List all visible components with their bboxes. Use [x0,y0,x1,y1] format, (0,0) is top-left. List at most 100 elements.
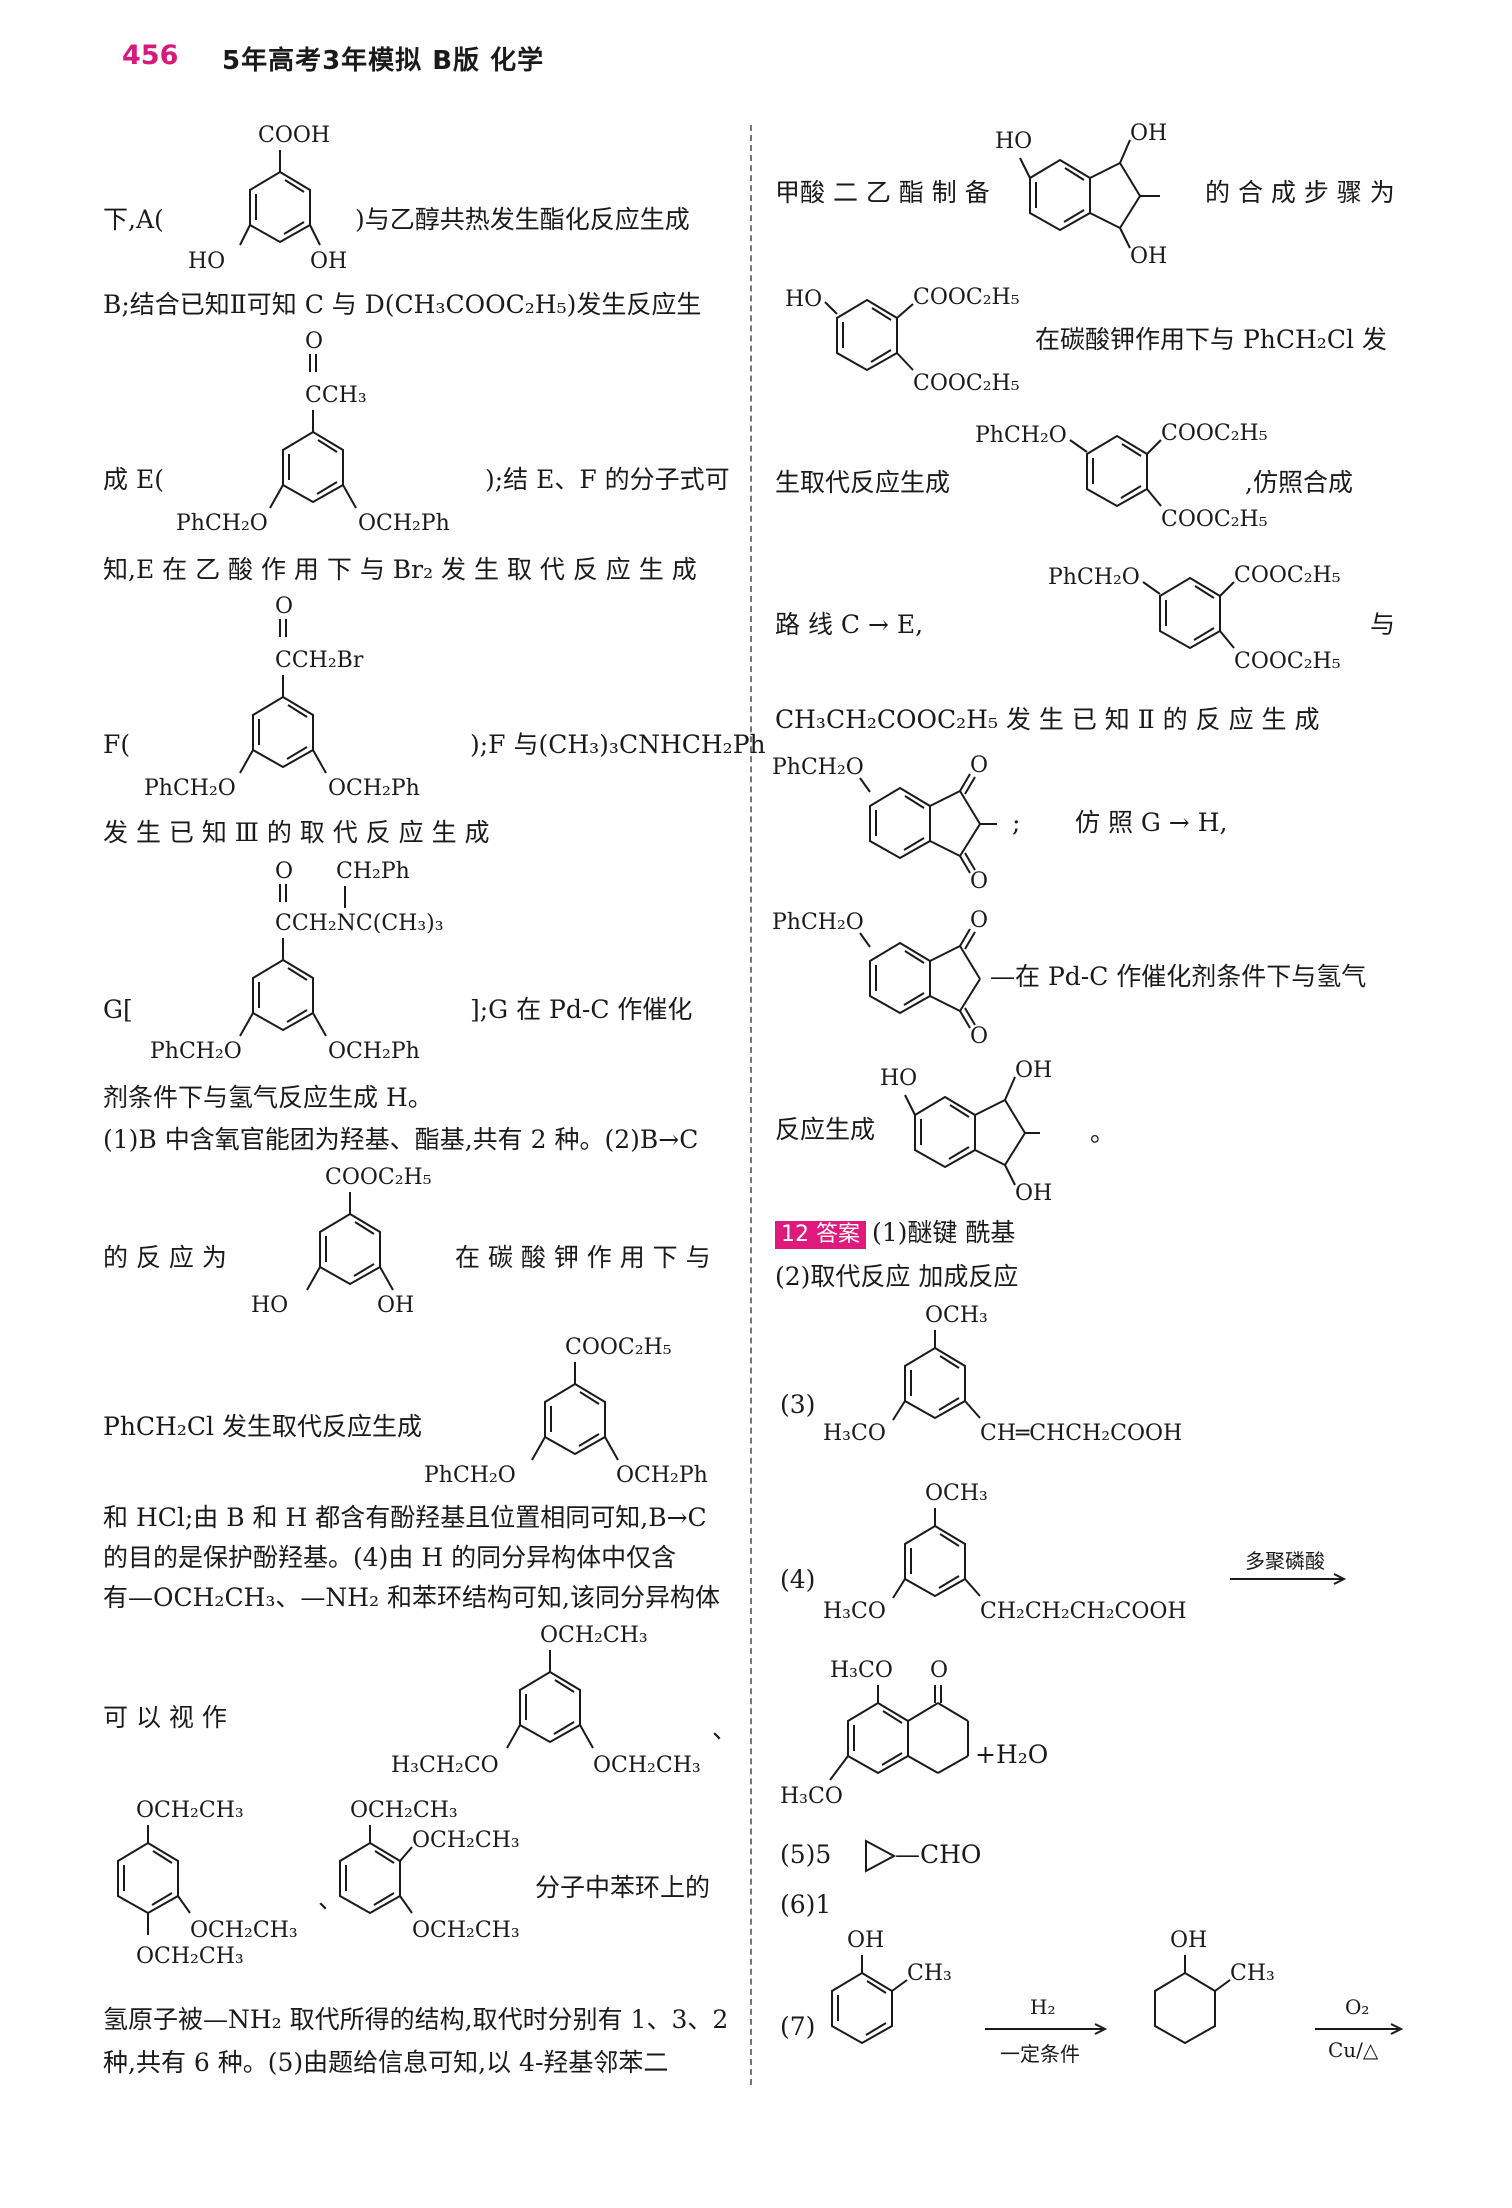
text-r4b: 与 [1370,610,1396,639]
structure-C: COOC₂H₅ PhCH₂O OCH₂Ph [424,1335,708,1488]
label-ch-chch2cooh: CH═CHCH₂COOH [980,1421,1182,1446]
text-r8a: 反应生成 [775,1115,876,1144]
text-l9: (1)B 中含氧官能团为羟基、酯基,共有 2 种。(2)B→C [103,1125,699,1154]
answer-2: (2)取代反应 加成反应 [775,1262,1019,1291]
text-l16a: 、 [318,1885,344,1914]
arrow-label-condition: 一定条件 [1000,2042,1080,2066]
answer-4-water: +H₂O [975,1740,1049,1769]
label-och3: OCH₃ [925,1303,988,1328]
structure-isomer-2: OCH₂CH₃ OCH₂CH₃ OCH₂CH₃ [117,1798,298,1969]
reaction-arrow-2 [985,2023,1108,2035]
text-l15b: 、 [712,1715,738,1744]
column-divider [750,125,752,2085]
structure-A: COOH HO OH [188,123,347,274]
text-l12: 和 HCl;由 B 和 H 都含有酚羟基且位置相同可知,B→C [103,1503,707,1532]
structure-G: O CH₂Ph CCH₂NC(CH₃)₃ PhCH₂O OCH₂Ph [150,859,444,1064]
label-phch2o: PhCH₂O [424,1463,516,1488]
label-cooc2h5: COOC₂H₅ [1161,421,1268,446]
text-l3a: 成 E( [103,465,164,494]
label-cooc2h5: COOC₂H₅ [1234,563,1341,588]
label-cooc2h5: COOC₂H₅ [913,371,1020,396]
text-l10b: 在 碳 酸 钾 作 用 下 与 [455,1243,711,1272]
label-o: O [970,869,988,894]
structure-tetralone: H₃CO O H₃CO [780,1658,969,1809]
label-ch3: CH₃ [907,1961,952,1986]
structure-hydroxyphthalate: HO COOC₂H₅ COOC₂H₅ [785,285,1020,396]
label-cch2ncch3: CCH₂NC(CH₃)₃ [275,911,444,936]
answer-5-cho: —CHO [895,1840,982,1869]
label-ho: HO [785,287,822,312]
structure-isomer-1: OCH₂CH₃ H₃CH₂CO OCH₂CH₃ [391,1623,701,1778]
cyclopropane-icon [865,1839,897,1873]
answer-5-label: (5)5 [780,1840,832,1869]
text-l11: PhCH₂Cl 发生取代反应生成 [103,1412,422,1441]
label-och2ph: OCH₂Ph [328,776,420,801]
label-o: O [305,329,323,354]
text-r8b: 。 [1090,1118,1116,1147]
label-och2ph: OCH₂Ph [358,511,450,536]
text-r1a: 甲酸 二 乙 酯 制 备 [775,178,990,207]
label-ho: HO [995,129,1032,154]
label-oh: OH [377,1293,414,1318]
label-oh: OH [1015,1058,1052,1083]
structure-answer-4: OCH₃ H₃CO CH₂CH₂CH₂COOH [823,1481,1187,1624]
label-h3ch2co: H₃CH₂CO [391,1753,499,1778]
answer-badge: 12 答案 [775,1221,866,1249]
label-cooc2h5: COOC₂H₅ [1234,649,1341,674]
text-l7a: G[ [103,995,133,1024]
structure-isomer-3: OCH₂CH₃ OCH₂CH₃ OCH₂CH₃ [339,1798,520,1943]
structure-o-cresol: OH CH₃ [831,1928,952,2045]
label-oh: OH [1015,1181,1052,1206]
text-l6: 发 生 已 知 Ⅲ 的 取 代 反 应 生 成 [103,818,490,847]
text-l10a: 的 反 应 为 [103,1243,227,1272]
reaction-arrow-1 [1230,1573,1347,1585]
structure-indanedione-1: PhCH₂O O O [772,753,997,894]
structure-benzyloxy-phthalate-2: PhCH₂O COOC₂H₅ COOC₂H₅ [1048,563,1341,674]
text-r7: —在 Pd-C 作催化剂条件下与氢气 [990,962,1367,991]
label-o: O [970,753,988,778]
label-och2ch3: OCH₂CH₃ [350,1798,458,1823]
label-oh: OH [1130,121,1167,146]
text-r1b: 的 合 成 步 骤 为 [1205,178,1395,207]
label-phch2o: PhCH₂O [975,423,1067,448]
text-l1: 下,A( [103,205,164,234]
structure-methylcyclohexanol: OH CH₃ [1154,1928,1275,2045]
label-ho: HO [880,1066,917,1091]
label-ch3: CH₃ [1230,1961,1275,1986]
label-och2ch3: OCH₂CH₃ [136,1944,244,1969]
label-oh: OH [1170,1928,1207,1953]
label-cooc2h5: COOC₂H₅ [1161,507,1268,532]
reaction-arrow-3 [1315,2023,1404,2035]
arrow-label-polyphosphoric: 多聚磷酸 [1245,1549,1325,1573]
text-l14: 有—OCH₂CH₃、—NH₂ 和苯环结构可知,该同分异构体 [103,1583,720,1612]
label-h3co: H₃CO [823,1421,886,1446]
label-phch2o: PhCH₂O [176,511,268,536]
label-och2ph: OCH₂Ph [328,1039,420,1064]
text-l7b: ];G 在 Pd-C 作催化 [470,995,693,1024]
label-och2ch3: OCH₂CH₃ [412,1918,520,1943]
answer-3-label: (3) [780,1390,816,1419]
label-oh: OH [310,249,347,274]
text-r3b: ,仿照合成 [1245,468,1353,497]
label-phch2o: PhCH₂O [144,776,236,801]
text-r6a: ; [1012,808,1021,837]
label-och3: OCH₃ [925,1481,988,1506]
label-ho: HO [188,249,225,274]
label-o: O [970,1024,988,1049]
text-l8: 剂条件下与氢气反应生成 H。 [103,1083,433,1112]
text-l15: 可 以 视 作 [103,1703,227,1732]
arrow-label-cu: Cu/△ [1328,2038,1379,2062]
label-phch2o: PhCH₂O [772,910,864,935]
structure-indanedione-2: PhCH₂O O O [772,908,988,1049]
text-l3b: );结 E、F 的分子式可 [485,465,730,494]
text-l1b: )与乙醇共热发生酯化反应生成 [355,205,690,234]
label-cooc2h5: COOC₂H₅ [325,1165,432,1190]
label-phch2o: PhCH₂O [1048,565,1140,590]
answer-12-line-1: 12 答案(1)醚键 酰基 [775,1218,1015,1249]
text-l4: 知,E 在 乙 酸 作 用 下 与 Br₂ 发 生 取 代 反 应 生 成 [103,555,697,584]
label-oh: OH [847,1928,884,1953]
text-l5a: F( [103,730,131,759]
page-header: 456 5年高考3年模拟 B版 化学 [0,0,1512,110]
page-number: 456 [122,40,179,71]
label-cch2br: CCH₂Br [275,648,364,673]
